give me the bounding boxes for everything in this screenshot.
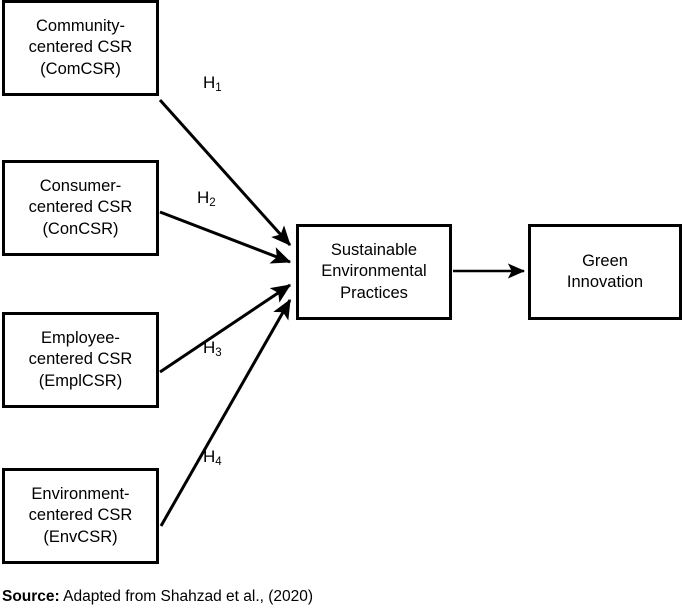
node-green-innovation[interactable]: Green Innovation xyxy=(528,224,682,320)
hypothesis-h4-base: H xyxy=(203,447,216,466)
hypothesis-h2-base: H xyxy=(197,188,210,207)
source-caption-text: Adapted from Shahzad et al., (2020) xyxy=(59,588,314,605)
hypothesis-label-h4: H4 xyxy=(203,447,222,468)
hypothesis-h4-subscript: 4 xyxy=(215,456,222,468)
source-caption-prefix: Source: xyxy=(2,588,60,605)
source-caption: Source: Adapted from Shahzad et al., (20… xyxy=(2,588,313,606)
hypothesis-label-h3: H3 xyxy=(203,338,222,359)
node-consumer-centered-csr[interactable]: Consumer- centered CSR (ConCSR) xyxy=(2,160,159,256)
node-community-centered-csr[interactable]: Community- centered CSR (ComCSR) xyxy=(2,0,159,96)
connector-h1 xyxy=(158,98,292,247)
connector-h2 xyxy=(159,210,292,264)
node-environment-centered-csr[interactable]: Environment- centered CSR (EnvCSR) xyxy=(2,468,159,564)
hypothesis-h3-subscript: 3 xyxy=(215,347,222,359)
connector-h4 xyxy=(159,298,292,527)
hypothesis-h1-subscript: 1 xyxy=(215,82,222,94)
hypothesis-label-h1: H1 xyxy=(203,73,222,94)
hypothesis-label-h2: H2 xyxy=(197,188,216,209)
hypothesis-h1-base: H xyxy=(203,73,216,92)
node-sustainable-environmental-practices[interactable]: Sustainable Environmental Practices xyxy=(296,224,452,320)
hypothesis-h2-subscript: 2 xyxy=(209,197,216,209)
hypothesis-h3-base: H xyxy=(203,338,216,357)
connector-h3 xyxy=(159,283,291,374)
node-employee-centered-csr[interactable]: Employee- centered CSR (EmplCSR) xyxy=(2,312,159,408)
